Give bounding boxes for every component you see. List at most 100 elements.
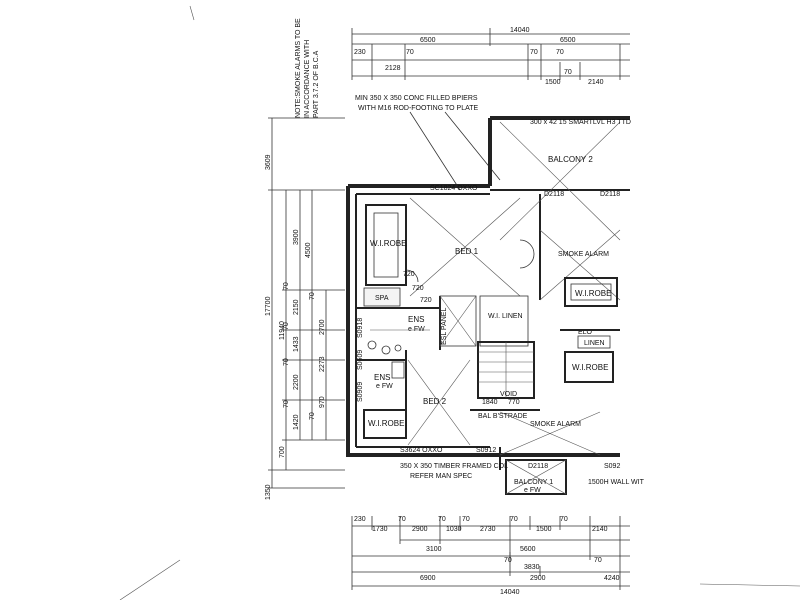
dim-bottom-1030: 1030 — [446, 526, 462, 533]
left-dimension-texts: 3609 3900 4500 11940 17700 2150 1433 270… — [265, 154, 326, 500]
opening-s0918: S0918 — [357, 318, 364, 338]
dim-bottom-1500: 1500 — [536, 526, 552, 533]
top-dimension-lines: 14040 6500 6500 230 70 2128 70 70 1500 7… — [351, 27, 630, 86]
dim-left-3900: 3900 — [293, 229, 300, 245]
dim-bottom-70c: 70 — [462, 516, 470, 523]
corner-mark — [189, 5, 195, 21]
dim-top-70d: 70 — [564, 69, 572, 76]
dim-inner-1840: 1840 — [482, 399, 498, 406]
dim-left-1420: 1420 — [293, 414, 300, 430]
wir4-enclosure — [564, 351, 614, 383]
bottom-dimension-texts: 230 1730 70 2900 70 1030 70 2730 70 1500… — [354, 516, 620, 596]
dim-bottom-2900b: 2900 — [530, 575, 546, 582]
dim-bottom-2140: 2140 — [592, 526, 608, 533]
column-note-line-2: REFER MAN SPEC — [410, 473, 472, 480]
dim-inner-720c: 720 — [412, 285, 424, 292]
room-linen: LINEN — [584, 340, 605, 347]
room-ens-2: ENS — [374, 373, 390, 382]
bed-2-area: BED 2 W.I.ROBE — [363, 359, 471, 446]
dim-bottom-70e: 70 — [560, 516, 568, 523]
opening-sc1824: SC1824 OXXO — [430, 185, 478, 192]
balcony-2-area: 300 x 42 15 SMARTLVL H3 TTD BALCONY 2 — [499, 119, 631, 241]
wall-note: 1500H WALL WIT — [588, 479, 645, 486]
dim-bottom-4240: 4240 — [604, 575, 620, 582]
ens-2-fw: e FW — [376, 383, 393, 390]
room-wi-linen: W.I. LINEN — [488, 313, 523, 320]
room-wir-2: W.I.ROBE — [368, 419, 404, 428]
dim-left-11940: 11940 — [279, 321, 286, 340]
dim-top-230: 230 — [354, 49, 366, 56]
dim-left-70c: 70 — [283, 358, 290, 366]
right-rooms: SMOKE ALARM W.I.ROBE LINEN W.I.ROBE SMOK… — [499, 229, 621, 456]
dim-left-70e: 70 — [309, 292, 316, 300]
smoke-alarm-note: NOTE:SMOKE ALARMS TO BE IN ACCORDANCE WI… — [295, 18, 320, 118]
opening-d2118-b: D2118 — [600, 191, 620, 198]
room-balcony-1: BALCONY 1 — [514, 479, 553, 486]
left-dimension-lines — [268, 117, 345, 489]
dim-left-700: 700 — [279, 446, 286, 458]
room-ens-1: ENS — [408, 315, 424, 324]
dim-bottom-14040: 14040 — [500, 589, 520, 596]
dim-top-left-total: 6500 — [420, 37, 436, 44]
balcony-1-fw: e FW — [524, 487, 541, 494]
room-void: VOID — [500, 391, 517, 398]
dim-top-70a: 70 — [406, 49, 414, 56]
door-swing — [405, 269, 419, 283]
dim-top-2140: 2140 — [588, 79, 604, 86]
opening-elo: ELO — [578, 329, 593, 336]
piers-note-line-1: MIN 350 X 350 CONC FILLED BPIERS — [355, 95, 478, 102]
opening-s3624: S3624 OXXO — [400, 447, 443, 454]
dim-left-2700: 2700 — [319, 319, 326, 335]
dim-left-3609: 3609 — [265, 154, 272, 170]
dim-top-70c: 70 — [556, 49, 564, 56]
room-wir-3: W.I.ROBE — [575, 289, 611, 298]
dim-bottom-70b: 70 — [438, 516, 446, 523]
dim-top-2128: 2128 — [385, 65, 401, 72]
dim-inner-720a: 720 — [420, 297, 432, 304]
piers-leader — [409, 111, 461, 191]
dim-bottom-70f: 70 — [504, 557, 512, 564]
elec-panel-label: ESL PANEL — [441, 308, 448, 345]
dim-bottom-70a: 70 — [398, 516, 406, 523]
bal-strade-label: BAL B'STRADE — [478, 413, 528, 420]
dim-left-70b: 70 — [283, 322, 290, 330]
dim-top-1500: 1500 — [545, 79, 561, 86]
edge-line — [699, 583, 800, 587]
dim-top-70b: 70 — [530, 49, 538, 56]
linen-panel-zone: ESL PANEL W.I. LINEN 720 720 720 — [403, 271, 529, 347]
balcony-1: BALCONY 1 e FW 1500H WALL WIT — [505, 459, 645, 495]
wir3-enclosure — [564, 277, 618, 307]
dim-bottom-6900: 6900 — [420, 575, 436, 582]
room-balcony-2: BALCONY 2 — [548, 155, 593, 164]
basin-icon — [394, 344, 402, 352]
opening-s092: S092 — [604, 463, 620, 470]
ensuite-2: ENS e FW — [356, 350, 407, 410]
wir1-enclosure — [365, 204, 407, 286]
column-note-line-1: 350 X 350 TIMBER FRAMED COL — [400, 463, 508, 470]
opening-d2118-c: D2118 — [528, 463, 548, 470]
dim-top-overall: 14040 — [510, 27, 530, 34]
opening-s0912: S0912 — [476, 447, 496, 454]
smoke-note-line-2: IN ACCORDANCE WITH — [304, 40, 311, 118]
dim-left-1433: 1433 — [293, 336, 300, 352]
dim-bottom-70d: 70 — [510, 516, 518, 523]
basin-icon — [381, 345, 391, 355]
room-bed-1: BED 1 — [455, 247, 479, 256]
dim-bottom-2900a: 2900 — [412, 526, 428, 533]
toilet-icon — [367, 340, 377, 350]
opening-d2118-a: D2118 — [544, 191, 564, 198]
dim-bottom-230: 230 — [354, 516, 366, 523]
dim-left-4500: 4500 — [305, 242, 312, 258]
dim-bottom-5600: 5600 — [520, 546, 536, 553]
dim-left-70f: 70 — [309, 412, 316, 420]
dim-bottom-3830: 3830 — [524, 564, 540, 571]
dim-left-70d: 70 — [283, 400, 290, 408]
dim-left-2150: 2150 — [293, 299, 300, 315]
dim-left-70a: 70 — [283, 282, 290, 290]
room-wir-4: W.I.ROBE — [572, 363, 608, 372]
corner-mark — [119, 559, 181, 600]
dim-bottom-70g: 70 — [594, 557, 602, 564]
dim-left-1350: 1350 — [265, 484, 272, 500]
dim-inner-720b: 720 — [403, 271, 415, 278]
